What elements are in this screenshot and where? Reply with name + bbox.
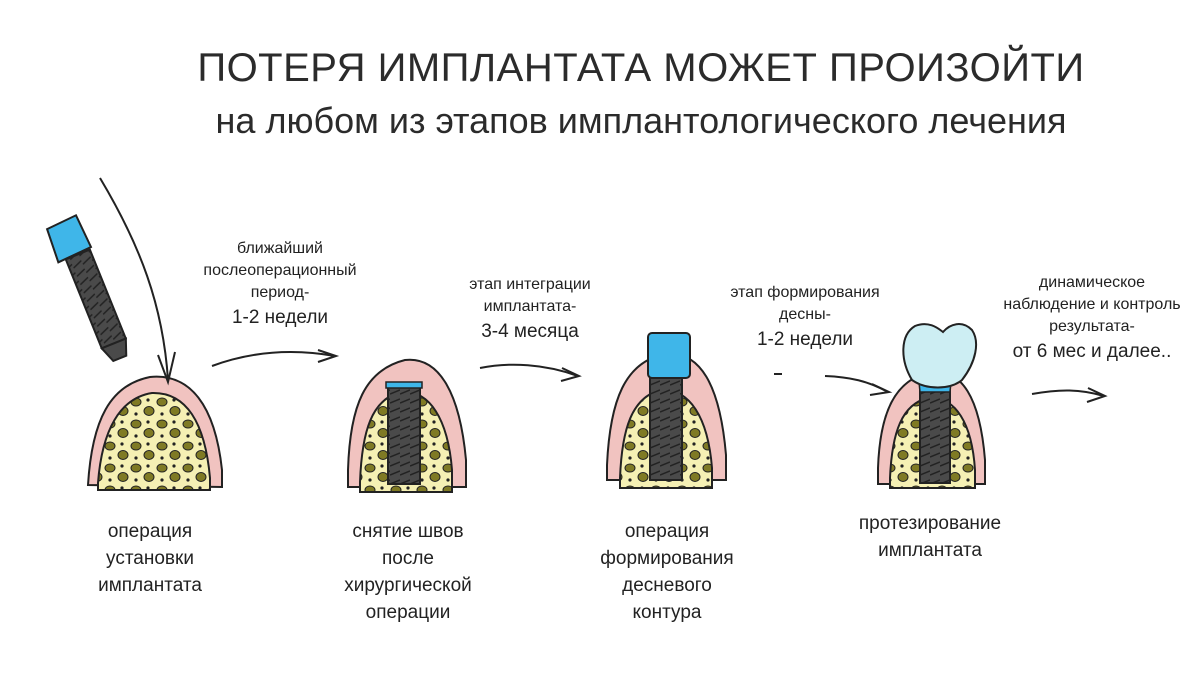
stage4-illustration xyxy=(877,323,986,489)
transition-2-duration: 3-4 месяца xyxy=(481,321,579,342)
transition-2: этап интеграции имплантата- 3-4 месяца xyxy=(445,274,615,346)
transition-3: этап формирования десны- 1-2 недели xyxy=(715,282,895,354)
stage-3-caption: операция формирования десневого контура xyxy=(600,521,734,623)
stage1-bone xyxy=(97,391,211,491)
transition-3-label: этап формирования десны- xyxy=(730,284,880,323)
transition-1: ближайший послеоперационный период- 1-2 … xyxy=(180,238,380,332)
stage2-implant xyxy=(387,385,421,485)
stage4-crown xyxy=(902,323,978,389)
stage1-insertion-arrow xyxy=(99,177,169,381)
stage-2-caption: снятие швов после хирургической операции xyxy=(344,521,472,623)
stage-4-caption: протезирование имплантата xyxy=(858,513,1002,561)
transition-4-duration: от 6 мес и далее.. xyxy=(1012,341,1172,362)
page-title: ПОТЕРЯ ИМПЛАНТАТА МОЖЕТ ПРОИЗОЙТИ xyxy=(197,46,1085,90)
page-subtitle: на любом из этапов имплантологического л… xyxy=(215,100,1067,141)
stage2-cover-screw xyxy=(385,381,423,389)
arrow-4-onward xyxy=(1031,387,1108,403)
stage1-implant-drawing xyxy=(45,213,128,363)
arrow-2-to-3 xyxy=(479,363,582,382)
stage3-implant xyxy=(649,377,683,481)
arrow-3-to-4 xyxy=(774,373,893,396)
transition-1-duration: 1-2 недели xyxy=(231,307,329,328)
transition-4: динамическое наблюдение и контроль резул… xyxy=(992,272,1192,366)
stage4-implant xyxy=(919,387,951,484)
transition-4-label: динамическое наблюдение и контроль резул… xyxy=(1003,274,1181,335)
transition-1-label: ближайший послеоперационный период- xyxy=(203,240,357,301)
transition-3-duration: 1-2 недели xyxy=(756,329,854,350)
stage2-illustration xyxy=(347,358,467,493)
stage3-illustration xyxy=(606,332,727,489)
stage3-healing-abutment xyxy=(647,332,691,379)
stage1-illustration xyxy=(45,177,223,491)
transition-arrows xyxy=(211,349,1108,403)
stage-1-caption: операция установки имплантата xyxy=(98,521,202,596)
arrow-1-to-2 xyxy=(211,349,340,367)
transition-2-label: этап интеграции имплантата- xyxy=(469,276,591,315)
